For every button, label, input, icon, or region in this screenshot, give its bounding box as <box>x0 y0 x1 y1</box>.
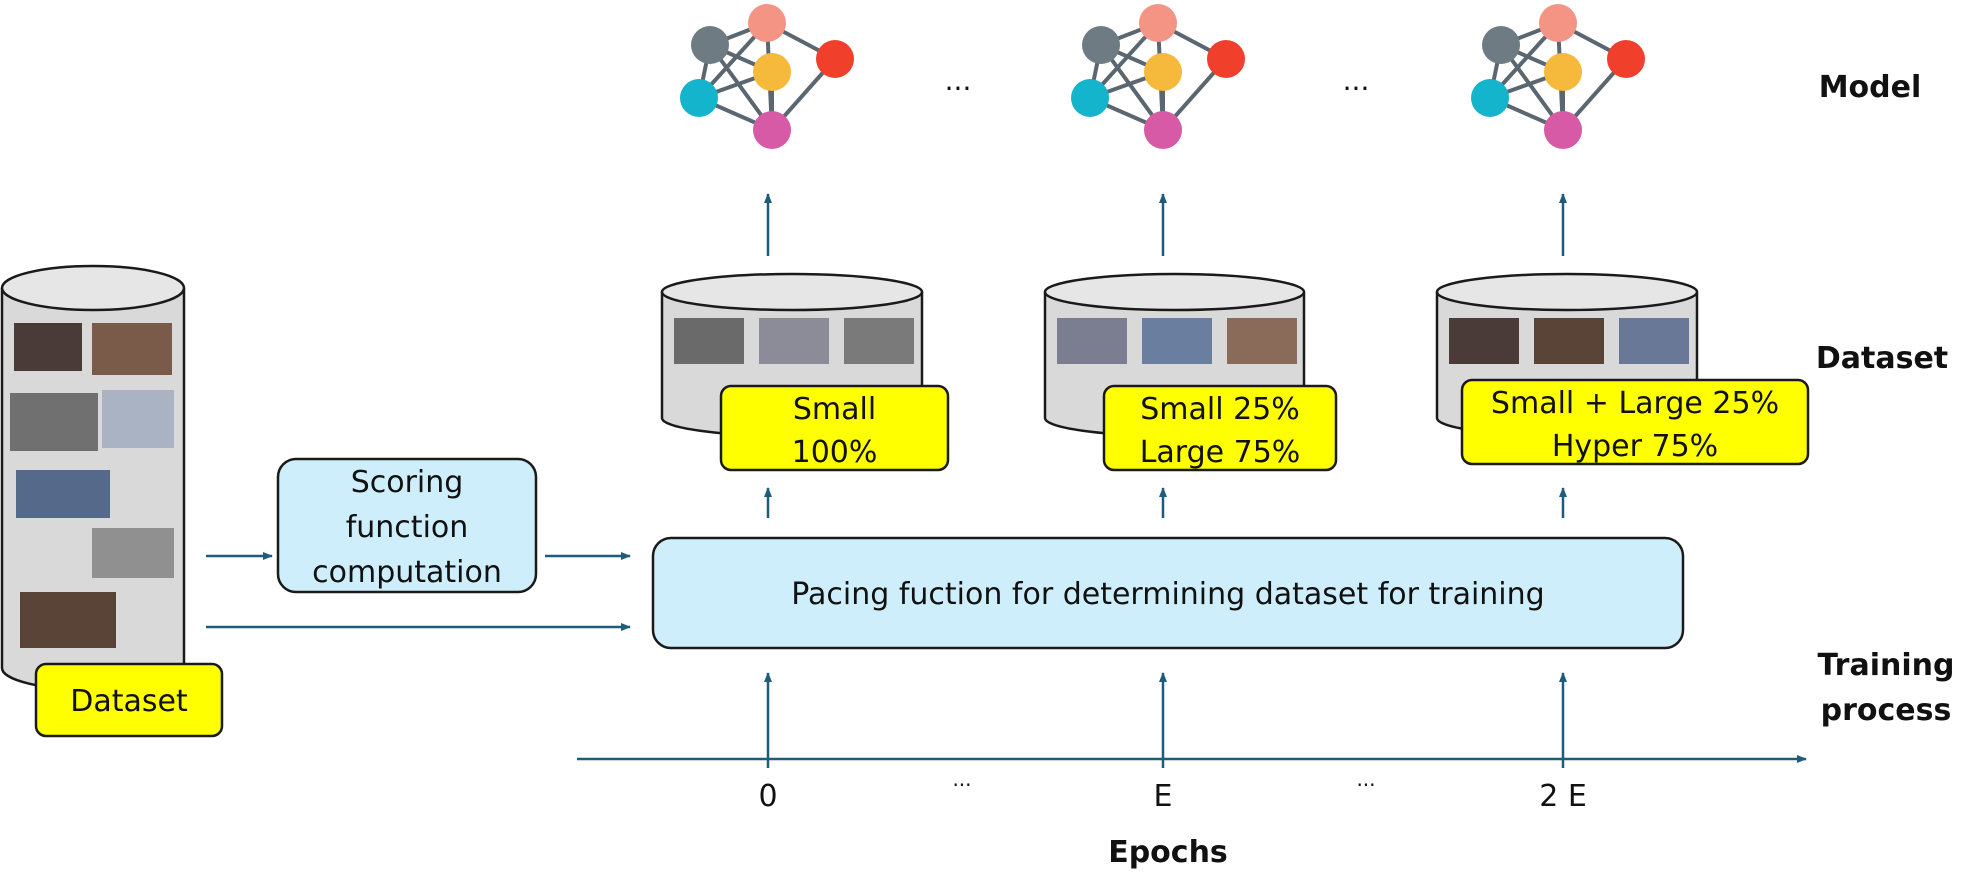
stage-dataset-1: Small 25% Large 75% <box>1043 272 1338 472</box>
scoring-line-1: Scoring <box>351 465 464 500</box>
network-node <box>1144 53 1182 91</box>
scoring-line-3: computation <box>312 555 502 590</box>
model-network-icon <box>1471 4 1645 149</box>
network-node <box>753 111 791 149</box>
stage-label-box <box>1460 378 1810 466</box>
stage-thumbnail <box>1619 318 1689 364</box>
network-node <box>1544 53 1582 91</box>
source-dataset-label: Dataset <box>70 684 188 719</box>
stage-label-box <box>719 384 950 472</box>
stage-dataset-2: Small + Large 25% Hyper 75% <box>1435 272 1810 466</box>
network-node <box>748 4 786 42</box>
thumbnail-station <box>102 390 174 448</box>
epoch-tick-label: 0 <box>758 779 777 814</box>
network-node <box>1139 4 1177 42</box>
network-node <box>1471 79 1509 117</box>
network-node <box>691 26 729 64</box>
stage-label-line-1: Small 25% <box>1140 392 1300 427</box>
row-label-model: Model <box>1819 70 1922 105</box>
model-ellipsis-2: ... <box>1343 64 1370 97</box>
stage-dataset-0: Small 100% <box>660 272 950 472</box>
network-node <box>753 53 791 91</box>
thumbnail-crosswalk <box>16 470 110 518</box>
network-node <box>680 79 718 117</box>
pacing-function-box: Pacing fuction for determining dataset f… <box>651 536 1685 650</box>
source-dataset-label-box: Dataset <box>34 662 224 738</box>
model-ellipsis-1: ... <box>945 64 972 97</box>
stage-label-line-2: Large 75% <box>1140 435 1301 470</box>
model-network-icon <box>680 4 854 149</box>
network-node <box>1207 40 1245 78</box>
thumbnail-crowd <box>14 323 82 371</box>
axis-ellipsis-1: ... <box>952 767 971 791</box>
network-node <box>1482 26 1520 64</box>
network-node <box>1082 26 1120 64</box>
stage-label-line-1: Small <box>793 392 876 427</box>
epoch-tick-label: E <box>1154 779 1173 814</box>
network-node <box>1144 111 1182 149</box>
axis-label: Epochs <box>1108 835 1228 870</box>
stage-thumbnail <box>1449 318 1519 364</box>
network-node <box>1539 4 1577 42</box>
thumbnail-street <box>10 393 98 451</box>
stage-thumbnail <box>1142 318 1212 364</box>
stage-thumbnail <box>674 318 744 364</box>
scoring-line-2: function <box>346 510 469 545</box>
thumbnail-escalator <box>92 528 174 578</box>
stage-thumbnail <box>1227 318 1297 364</box>
network-node <box>1544 111 1582 149</box>
stage-thumbnail <box>844 318 914 364</box>
network-node <box>1071 79 1109 117</box>
epoch-tick-label: 2 E <box>1539 779 1587 814</box>
row-label-training-2: process <box>1821 693 1952 728</box>
stage-label-line-2: Hyper 75% <box>1552 429 1718 464</box>
network-node <box>816 40 854 78</box>
stage-thumbnail <box>1534 318 1604 364</box>
stage-cylinder-top <box>1435 272 1699 312</box>
stage-cylinder-top <box>660 272 924 312</box>
thumbnail-crowd <box>92 323 172 375</box>
model-network-icon <box>1071 4 1245 149</box>
pacing-label: Pacing fuction for determining dataset f… <box>791 577 1544 612</box>
stage-thumbnail <box>1057 318 1127 364</box>
thumbnail-hall <box>20 592 116 648</box>
network-node <box>1607 40 1645 78</box>
stage-thumbnail <box>759 318 829 364</box>
scoring-function-box: Scoring function computation <box>276 457 538 594</box>
stage-label-line-2: 100% <box>792 435 878 470</box>
stage-label-line-1: Small + Large 25% <box>1491 386 1779 421</box>
source-dataset-cylinder <box>0 264 186 692</box>
axis-ellipsis-2: ... <box>1356 767 1375 791</box>
row-label-training-1: Training <box>1818 648 1955 683</box>
row-label-dataset: Dataset <box>1816 341 1948 376</box>
stage-label-box <box>1102 384 1338 472</box>
stage-cylinder-top <box>1043 272 1306 312</box>
